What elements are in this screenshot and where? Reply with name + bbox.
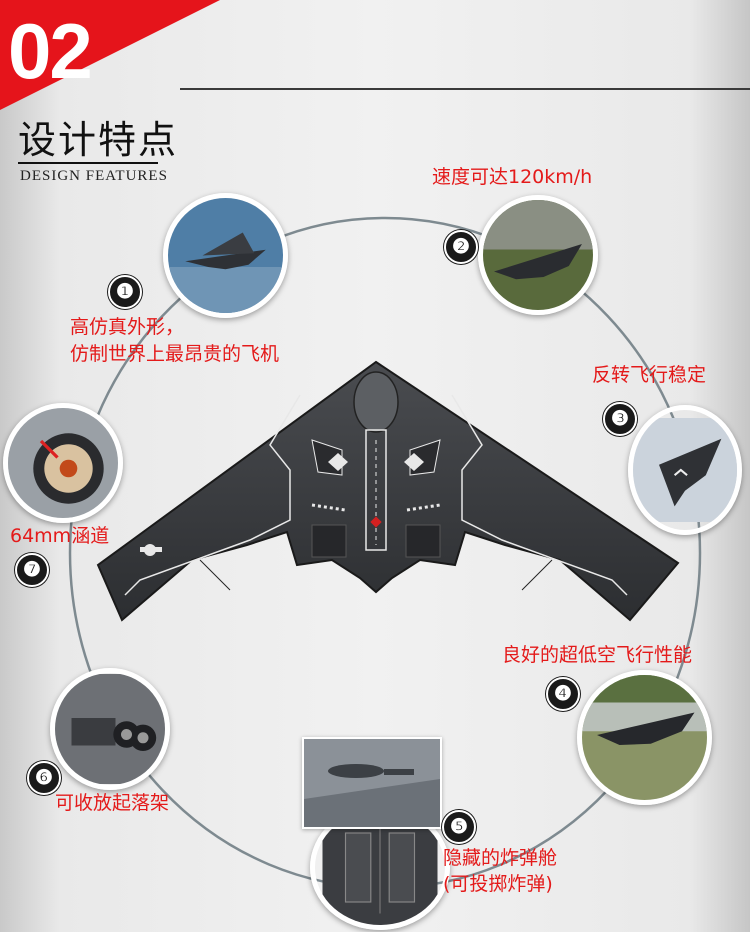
title-underline bbox=[18, 162, 158, 164]
bomber-speed-photo-icon bbox=[483, 200, 593, 310]
feature-photo-1 bbox=[163, 193, 288, 318]
feature-photo-5 bbox=[310, 805, 450, 930]
feature-badge-7: ❼ bbox=[15, 553, 49, 587]
landing-gear-icon bbox=[55, 674, 165, 784]
bomb-bay-icon bbox=[322, 810, 438, 925]
bomber-flight-photo-icon bbox=[168, 198, 283, 313]
section-subtitle: DESIGN FEATURES bbox=[20, 168, 168, 184]
feature-label-5a: 隐藏的炸弹舱 bbox=[443, 847, 558, 869]
feature-photo-6 bbox=[50, 668, 170, 790]
feature-badge-5: ❺ bbox=[442, 810, 476, 844]
section-title: 设计特点 bbox=[18, 118, 179, 162]
ducted-fan-icon bbox=[8, 408, 118, 518]
header-divider bbox=[180, 88, 750, 90]
bomb-bay-inset-photo bbox=[302, 737, 442, 829]
feature-photo-7 bbox=[3, 403, 123, 523]
feature-badge-2: ❷ bbox=[444, 230, 478, 264]
feature-badge-6: ❻ bbox=[27, 761, 61, 795]
header-red-corner bbox=[0, 0, 220, 110]
feature-photo-3 bbox=[628, 405, 742, 535]
feature-badge-4: ❹ bbox=[546, 677, 580, 711]
feature-label-1a: 高仿真外形， bbox=[70, 316, 185, 338]
feature-label-3: 反转飞行稳定 bbox=[592, 364, 707, 386]
feature-photo-2 bbox=[478, 195, 598, 315]
bomber-low-altitude-photo-icon bbox=[582, 675, 707, 800]
feature-photo-4 bbox=[577, 670, 712, 805]
feature-badge-1: ❶ bbox=[108, 275, 142, 309]
bomb-release-icon bbox=[304, 739, 440, 827]
feature-label-7: 64mm涵道 bbox=[10, 525, 110, 547]
feature-label-5b: (可投掷炸弹) bbox=[443, 873, 553, 895]
feature-label-1b: 仿制世界上最昂贵的飞机 bbox=[70, 343, 280, 365]
section-number: 02 bbox=[8, 7, 93, 95]
feature-label-2: 速度可达120km/h bbox=[432, 166, 593, 188]
feature-label-4: 良好的超低空飞行性能 bbox=[502, 644, 693, 666]
feature-badge-3: ❸ bbox=[603, 402, 637, 436]
bomber-inverted-photo-icon bbox=[633, 418, 737, 522]
feature-label-6: 可收放起落架 bbox=[55, 792, 170, 814]
